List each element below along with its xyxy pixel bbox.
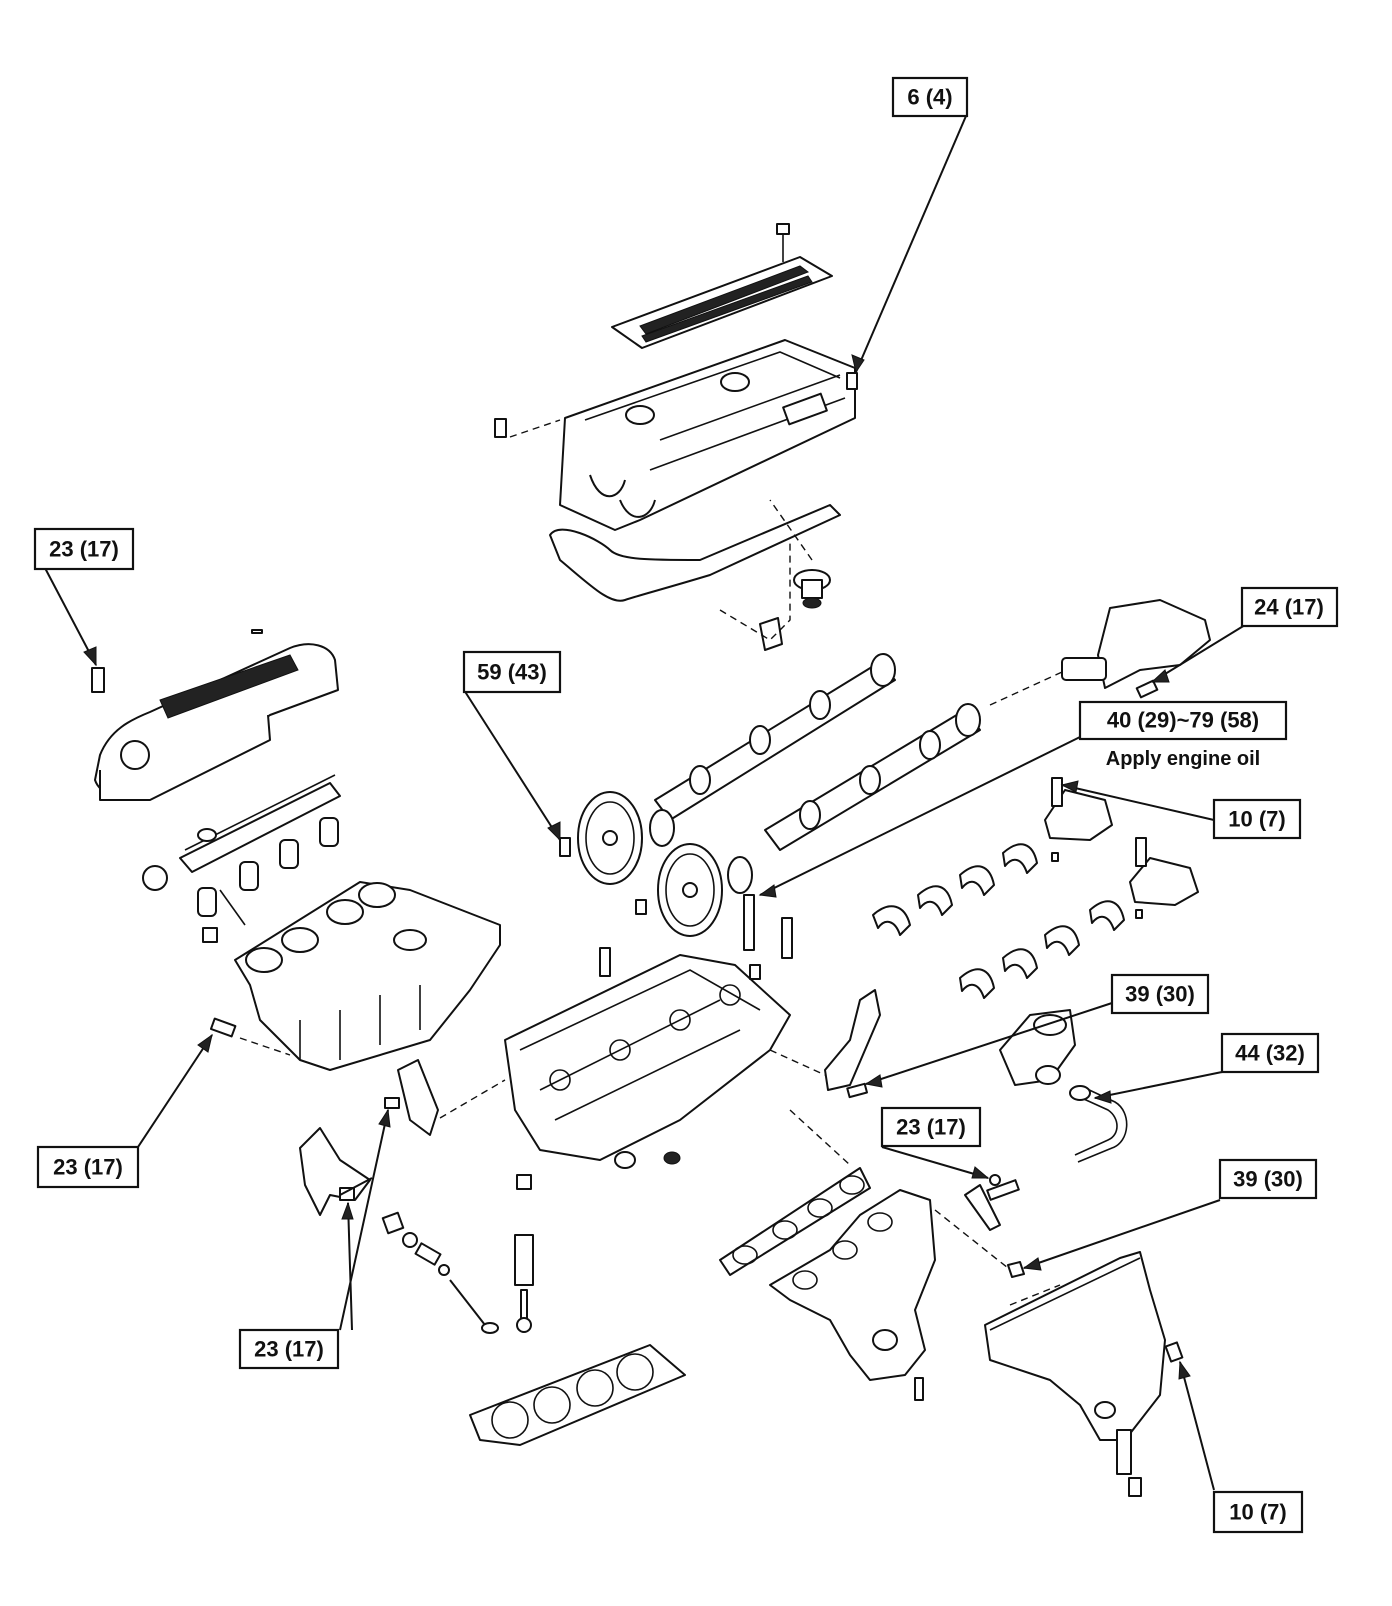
camshaft-exhaust bbox=[764, 703, 981, 851]
spark-plug bbox=[781, 917, 793, 959]
head-bolt bbox=[599, 894, 761, 980]
torque-label-brackets: 23 (17) bbox=[238, 1328, 340, 1370]
torque-label-text: 24 (17) bbox=[1254, 595, 1324, 620]
valve-cover-assembly bbox=[494, 223, 858, 651]
torque-label-lifting-bracket: 39 (30) bbox=[1110, 973, 1210, 1015]
heat-shield bbox=[984, 1251, 1166, 1441]
torque-label-text: 59 (43) bbox=[477, 660, 547, 685]
fuel-rail-injectors bbox=[142, 774, 341, 943]
leader-lines bbox=[44, 115, 1246, 1491]
cam-pulley-intake bbox=[577, 791, 643, 885]
oxygen-sensor bbox=[1116, 1429, 1142, 1497]
valve-train bbox=[381, 1174, 534, 1334]
torque-label-text: 6 (4) bbox=[907, 85, 952, 110]
intake-manifold bbox=[234, 881, 501, 1071]
valve-cover-gasket bbox=[549, 504, 841, 602]
cam-pulley-bolt bbox=[559, 837, 647, 915]
engine-hanger-bracket bbox=[299, 1127, 371, 1216]
exhaust-manifold-gasket bbox=[719, 1109, 871, 1276]
exhaust-manifold bbox=[769, 1189, 936, 1381]
torque-label-cam-cap: 10 (7) bbox=[1212, 798, 1302, 840]
exhaust-stud bbox=[914, 1377, 924, 1401]
egr-pipe bbox=[1069, 1085, 1128, 1163]
lifting-bracket-bolt bbox=[846, 1082, 868, 1099]
torque-label-text: 10 (7) bbox=[1229, 1500, 1286, 1525]
cam-holder-caps bbox=[872, 789, 1199, 999]
torque-label-text: 23 (17) bbox=[896, 1115, 966, 1140]
spark-plug-cover bbox=[611, 223, 833, 349]
valve-cover-bolt-left bbox=[494, 418, 561, 438]
oil-filler-cap bbox=[769, 499, 831, 609]
cam-pulley-exhaust bbox=[657, 843, 723, 937]
intake-manifold-bolt bbox=[209, 1017, 291, 1056]
heat-shield-bolt bbox=[1164, 1341, 1184, 1363]
torque-label-head-bolt: 40 (29)~79 (58) Apply engine oil bbox=[1078, 700, 1288, 770]
torque-label-valve-cover: 6 (4) bbox=[891, 76, 969, 118]
cam-cap-bolt bbox=[1051, 777, 1147, 867]
valve-cover bbox=[559, 339, 856, 531]
egr-valve bbox=[999, 1009, 1076, 1086]
torque-label-intake-manifold: 23 (17) bbox=[36, 1145, 140, 1189]
distributor bbox=[989, 599, 1211, 706]
head-bolt-note: Apply engine oil bbox=[1106, 748, 1260, 770]
intake-plenum bbox=[94, 629, 339, 801]
torque-label-distributor: 24 (17) bbox=[1240, 586, 1339, 628]
torque-label-text: 23 (17) bbox=[49, 537, 119, 562]
baffle-plate bbox=[719, 540, 791, 651]
valve-cover-bolt-right bbox=[846, 372, 858, 390]
torque-label-text: 39 (30) bbox=[1233, 1167, 1303, 1192]
injector bbox=[197, 817, 339, 917]
thermostat-housing-gasket bbox=[384, 1059, 506, 1136]
torque-label-text: 10 (7) bbox=[1228, 807, 1285, 832]
torque-label-text: 23 (17) bbox=[254, 1337, 324, 1362]
torque-label-egr: 44 (32) bbox=[1220, 1032, 1320, 1074]
exhaust-bracket bbox=[964, 1174, 1020, 1231]
distributor-bolt bbox=[1135, 679, 1159, 699]
torque-label-text: 44 (32) bbox=[1235, 1041, 1305, 1066]
torque-label-plenum: 23 (17) bbox=[33, 527, 135, 571]
torque-label-cam-pulley: 59 (43) bbox=[462, 650, 562, 694]
torque-label-exhaust-bracket: 23 (17) bbox=[880, 1106, 982, 1148]
torque-label-text: 39 (30) bbox=[1125, 982, 1195, 1007]
cam-seal bbox=[649, 809, 753, 894]
exhaust-manifold-nut bbox=[934, 1209, 1025, 1278]
cylinder-head bbox=[504, 954, 791, 1169]
torque-label-exhaust-manifold: 39 (30) bbox=[1218, 1158, 1318, 1200]
torque-label-heat-shield: 10 (7) bbox=[1212, 1490, 1304, 1534]
lifting-bracket bbox=[769, 989, 881, 1091]
torque-label-text: 40 (29)~79 (58) bbox=[1107, 708, 1259, 733]
torque-label-text: 23 (17) bbox=[53, 1155, 123, 1180]
plenum-bolt bbox=[91, 667, 105, 693]
head-gasket bbox=[469, 1344, 686, 1446]
